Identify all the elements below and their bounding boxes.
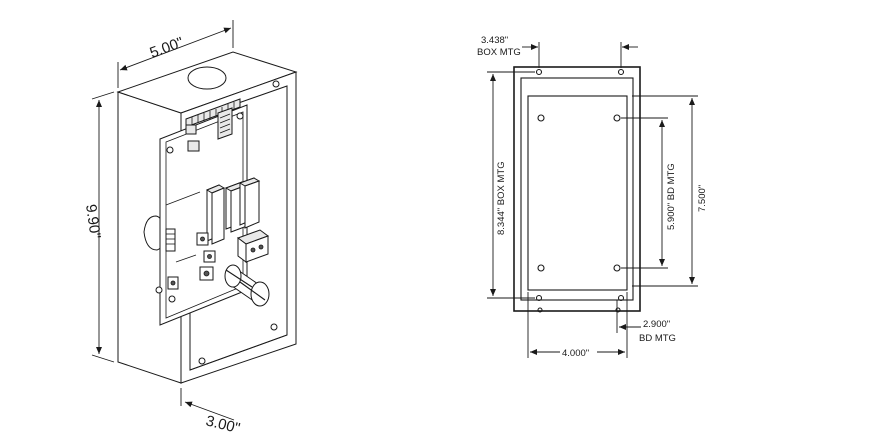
connector-block [236,229,270,263]
box-inner-flange [520,77,634,301]
board-outline [527,95,628,291]
bd-mtg-height-label: 5.900" BD MTG [666,163,677,230]
width-label: 5.00" [148,34,186,62]
component-connector [187,140,200,152]
board-mount-hole [537,264,545,272]
header-connector [165,228,176,252]
component-connector [185,124,197,135]
box-mtg-height-dimension [487,71,535,299]
terminal-strip-top [185,98,241,128]
box-mtg-width-dimension [522,42,638,68]
overall-height-label: 7.500" [697,185,708,212]
box-mount-hole [617,68,625,76]
box-mtg-height-label: 8.344" BOX MTG [496,161,507,235]
box-mtg-width-value: 3.438" [481,35,508,46]
width-dimension [117,20,234,88]
box-outline [513,66,641,312]
board-mount-hole [166,146,174,154]
relay [205,184,226,245]
height-dimension [91,91,115,363]
board-mount-hole [155,286,163,294]
bd-mtg-width-dimension [616,300,641,333]
bd-mtg-width-caption: BD MTG [639,333,676,344]
box-mount-hole [535,294,543,302]
board-mount-hole [613,114,621,122]
overall-width-label: 4.000" [562,348,589,359]
depth-label: 3.00" [204,412,242,437]
dip-switch [217,107,233,140]
frame-mount-hole [272,80,280,88]
box-mount-hole [535,68,543,76]
board-mount-hole [236,112,244,120]
top-knockout [187,66,227,90]
edge-hole [537,307,543,313]
board-mount-hole [168,295,176,303]
plan-view: 3.438" BOX MTG 8.344" BOX MTG 5.900" BD … [477,35,708,359]
box-mount-hole [617,294,625,302]
edge-hole [615,307,621,313]
buzzer-cylinder [224,264,270,307]
box-mtg-width-caption: BOX MTG [477,47,521,58]
depth-dimension [180,388,235,421]
board-mount-hole [537,114,545,122]
overall-height-dimension [632,95,698,287]
bd-mtg-height-dimension [621,117,668,269]
board-mount-hole [613,264,621,272]
relay [224,177,261,233]
frame-mount-hole [270,323,278,331]
height-label: 9.90" [82,203,104,240]
circuit-board [155,98,270,326]
isometric-view: 5.00" 9.90" 3.00" [82,20,298,437]
bd-mtg-width-value: 2.900" [643,319,670,330]
frame-mount-hole [198,357,206,365]
overall-width-dimension [527,292,628,358]
